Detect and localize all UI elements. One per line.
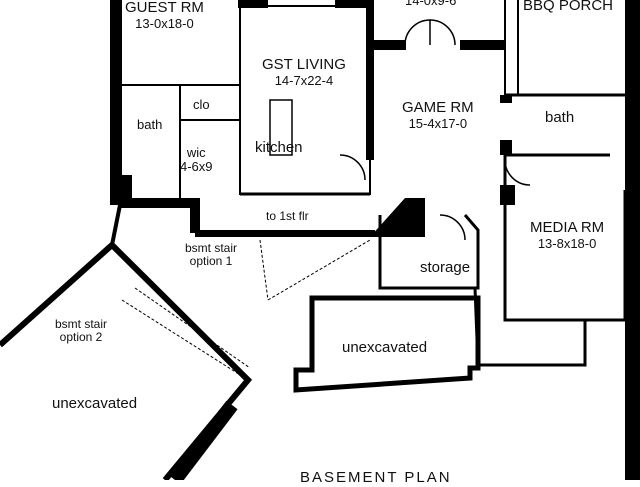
kitchen-label: kitchen <box>255 139 303 156</box>
plan-title: BASEMENT PLAN <box>300 469 452 486</box>
stair-option: option 1 <box>189 254 233 269</box>
storage-label: storage <box>420 259 471 276</box>
room-name: GST LIVING <box>262 56 346 73</box>
room-size: 13-8x18-0 <box>537 235 597 251</box>
unexcavated-right-label: unexcavated <box>342 339 428 356</box>
room-name: wic <box>186 145 206 160</box>
top-room-size: 14-0x9-6 <box>405 0 457 8</box>
room-size: 13-0x18-0 <box>135 15 194 31</box>
to-1st-flr-label: to 1st flr <box>266 209 309 223</box>
bath-left-label: bath <box>137 117 163 132</box>
stair-option: option 2 <box>59 330 103 345</box>
stair-name: bsmt stair <box>185 241 238 255</box>
room-size: 4-6x9 <box>180 159 213 175</box>
bath-right-label: bath <box>545 109 575 126</box>
bbq-porch-label: BBQ PORCH <box>523 0 614 14</box>
room-name: MEDIA RM <box>530 219 605 236</box>
room-size: 15-4x17-0 <box>408 115 468 131</box>
unexcavated-left-label: unexcavated <box>52 395 138 412</box>
room-size: 14-7x22-4 <box>274 72 334 88</box>
stair-name: bsmt stair <box>55 317 108 331</box>
clo-label: clo <box>193 97 210 112</box>
room-name: GUEST RM <box>125 0 204 16</box>
room-name: GAME RM <box>402 99 474 116</box>
